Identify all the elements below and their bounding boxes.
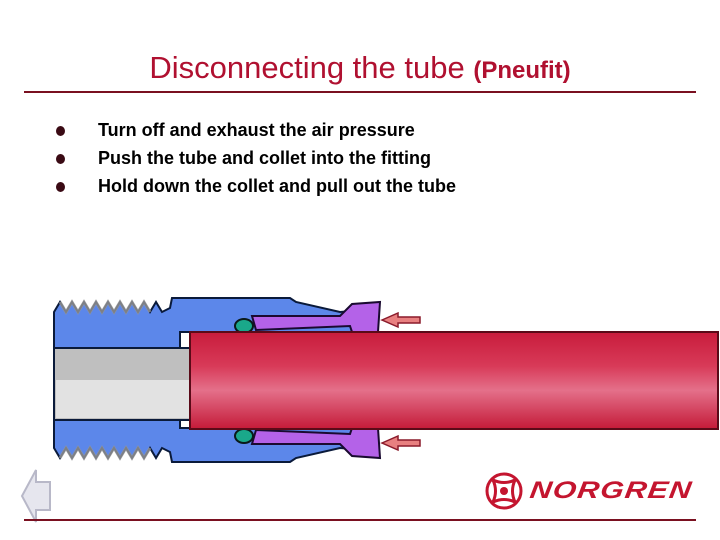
slide-title-main: Disconnecting the tube: [149, 50, 474, 85]
bullet-list: Turn off and exhaust the air pressure Pu…: [56, 118, 456, 202]
left-arrow-icon: [380, 311, 421, 329]
thread-highlight: [58, 299, 152, 315]
title-divider: [24, 91, 696, 93]
bullet-dot-icon: [56, 154, 65, 164]
bullet-text: Turn off and exhaust the air pressure: [98, 120, 415, 140]
bullet-dot-icon: [56, 126, 65, 136]
bullet-item: Push the tube and collet into the fittin…: [56, 146, 456, 174]
fitting-bore-highlight: [56, 380, 192, 418]
fitting-diagram: [53, 297, 719, 463]
norgren-emblem-icon: [485, 472, 523, 510]
norgren-wordmark: NORGREN: [528, 477, 695, 504]
left-arrow-icon: [380, 434, 421, 452]
tube: [189, 331, 719, 430]
thread-highlight: [58, 445, 152, 461]
slide-title: Disconnecting the tube (Pneufit): [0, 50, 720, 86]
slide-title-sub: (Pneufit): [473, 57, 571, 84]
bullet-text: Hold down the collet and pull out the tu…: [98, 176, 456, 196]
o-ring: [234, 318, 254, 334]
o-ring: [234, 428, 254, 444]
bullet-item: Hold down the collet and pull out the tu…: [56, 174, 456, 202]
footer-divider: [24, 519, 696, 521]
bullet-text: Push the tube and collet into the fittin…: [98, 148, 431, 168]
bullet-item: Turn off and exhaust the air pressure: [56, 118, 456, 146]
back-arrow-icon[interactable]: [20, 468, 52, 524]
bullet-dot-icon: [56, 182, 65, 192]
norgren-logo: NORGREN: [484, 470, 694, 512]
